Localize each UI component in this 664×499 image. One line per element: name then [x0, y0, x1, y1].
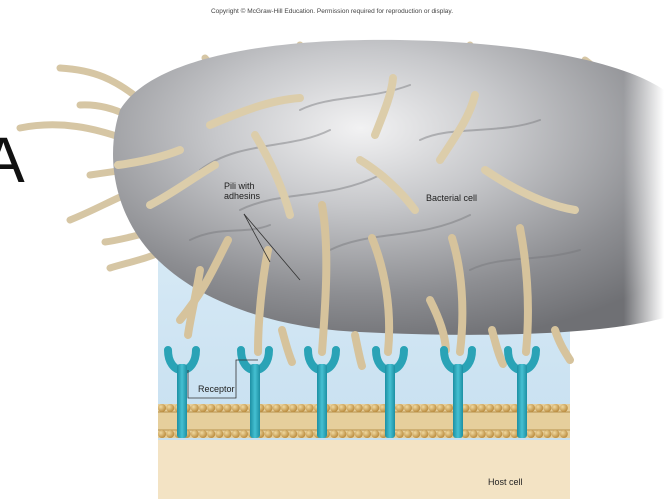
phospholipid-head [420, 430, 428, 438]
phospholipid-head [535, 404, 543, 412]
phospholipid-head [240, 430, 248, 438]
phospholipid-head [478, 430, 486, 438]
receptor-label: Receptor [198, 385, 235, 395]
phospholipid-head [404, 430, 412, 438]
phospholipid-head [437, 404, 445, 412]
phospholipid-head [445, 404, 453, 412]
phospholipid-head [158, 404, 166, 412]
host-cytoplasm [158, 440, 570, 499]
bacterial-cell-label: Bacterial cell [426, 194, 477, 204]
phospholipid-head [560, 404, 568, 412]
phospholipid-head [355, 430, 363, 438]
phospholipid-head [158, 430, 166, 438]
phospholipid-head [338, 404, 346, 412]
phospholipid-head [338, 430, 346, 438]
phospholipid-head [273, 430, 281, 438]
phospholipid-head [363, 430, 371, 438]
phospholipid-head [494, 404, 502, 412]
phospholipid-head [396, 430, 404, 438]
phospholipid-head [306, 430, 314, 438]
pili-label-line2: adhesins [224, 192, 260, 202]
phospholipid-head [265, 404, 273, 412]
phospholipid-head [166, 430, 174, 438]
phospholipid-head [502, 430, 510, 438]
copyright-notice: Copyright © McGraw-Hill Education. Permi… [0, 8, 664, 15]
phospholipid-head [543, 404, 551, 412]
phospholipid-head [437, 430, 445, 438]
phospholipid-head [330, 404, 338, 412]
phospholipid-head [371, 404, 379, 412]
phospholipid-head [363, 404, 371, 412]
phospholipid-head [224, 430, 232, 438]
phospholipid-head [412, 404, 420, 412]
phospholipid-head [289, 404, 297, 412]
phospholipid-head [215, 404, 223, 412]
phospholipid-head [191, 404, 199, 412]
phospholipid-head [347, 430, 355, 438]
phospholipid-head [486, 430, 494, 438]
phospholipid-head [347, 404, 355, 412]
phospholipid-head [166, 404, 174, 412]
phospholipid-head [224, 404, 232, 412]
phospholipid-head [486, 404, 494, 412]
phospholipid-head [429, 404, 437, 412]
phospholipid-head [412, 430, 420, 438]
phospholipid-head [232, 404, 240, 412]
phospholipid-head [281, 430, 289, 438]
phospholipid-head [429, 430, 437, 438]
phospholipid-head [297, 404, 305, 412]
side-letter: A [0, 128, 25, 192]
host-cell-label: Host cell [488, 478, 523, 488]
phospholipid-head [560, 430, 568, 438]
pili-label: Pili with adhesins [224, 182, 260, 202]
phospholipid-head [478, 404, 486, 412]
phospholipid-head [552, 430, 560, 438]
phospholipid-head [265, 430, 273, 438]
phospholipid-head [191, 430, 199, 438]
phospholipid-head [289, 430, 297, 438]
phospholipid-head [199, 430, 207, 438]
phospholipid-head [199, 404, 207, 412]
phospholipid-head [207, 430, 215, 438]
phospholipid-head [535, 430, 543, 438]
phospholipid-head [494, 430, 502, 438]
phospholipid-head [470, 430, 478, 438]
phospholipid-head [371, 430, 379, 438]
phospholipid-head [543, 430, 551, 438]
phospholipid-head [502, 404, 510, 412]
phospholipid-head [404, 404, 412, 412]
phospholipid-head [232, 430, 240, 438]
phospholipid-head [240, 404, 248, 412]
phospholipid-head [273, 404, 281, 412]
phospholipid-head [281, 404, 289, 412]
phospholipid-head [306, 404, 314, 412]
phospholipid-head [527, 404, 535, 412]
phospholipid-head [297, 430, 305, 438]
phospholipid-head [527, 430, 535, 438]
phospholipid-head [355, 404, 363, 412]
phospholipid-head [470, 404, 478, 412]
phospholipid-head [207, 404, 215, 412]
phospholipid-head [396, 404, 404, 412]
host-membrane [158, 404, 570, 438]
phospholipid-head [215, 430, 223, 438]
phospholipid-head [445, 430, 453, 438]
phospholipid-head [330, 430, 338, 438]
phospholipid-head [552, 404, 560, 412]
phospholipid-head [420, 404, 428, 412]
